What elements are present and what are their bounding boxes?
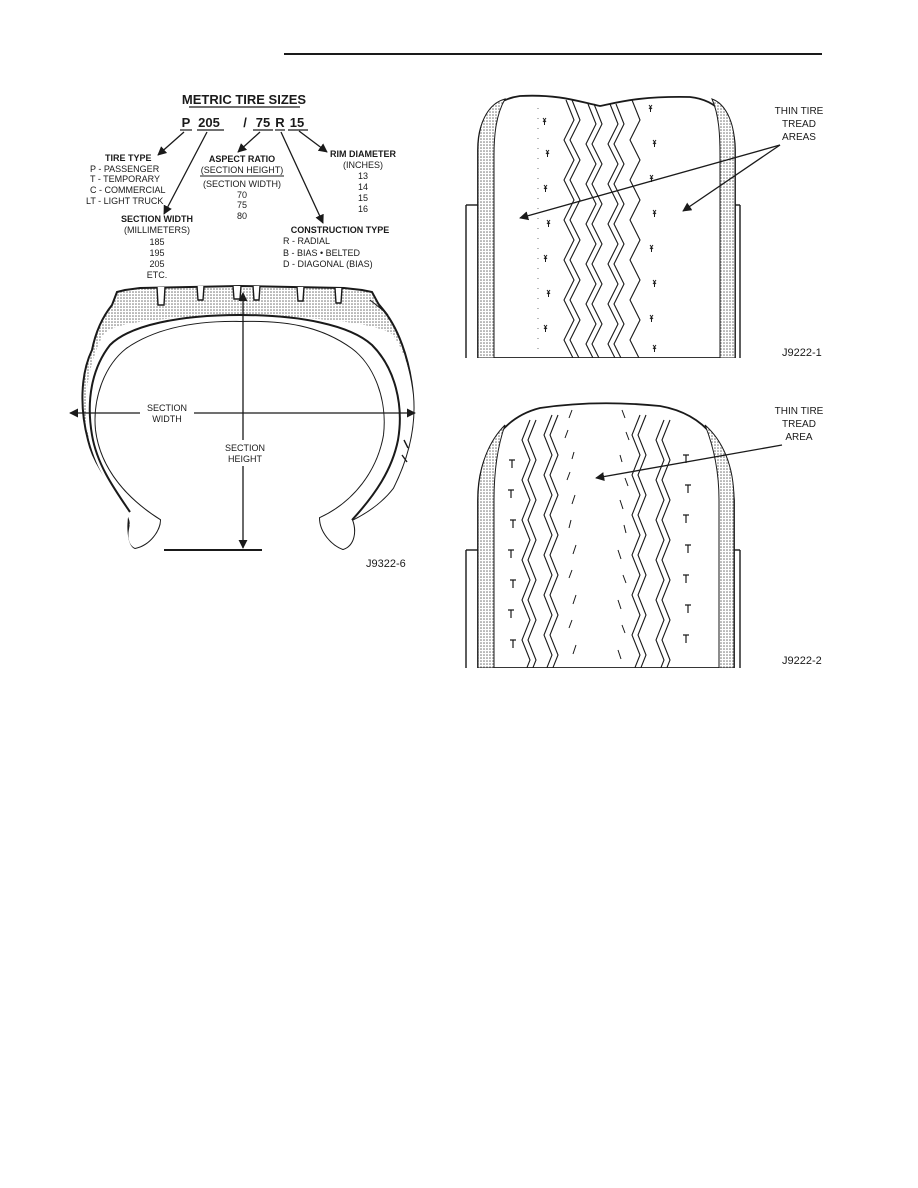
callout-thin-tread: TREAD [782,119,816,130]
header-rule [284,53,822,55]
construction-type-item: B - BIAS • BELTED [283,248,361,258]
code-aspect-ratio: 75 [256,115,270,130]
code-tire-type: P [182,115,191,130]
size-title: METRIC TIRE SIZES [182,92,307,107]
aspect-ratio-denominator: (SECTION WIDTH) [203,179,281,189]
callout-thin-tread: TREAD [782,419,816,430]
tread-wear-shoulders-figure: THIN TIRE TREAD AREAS J9222-1 [465,94,824,359]
code-construction: R [275,115,285,130]
construction-type-item: R - RADIAL [283,236,330,246]
callout-thin-tread: THIN TIRE [775,106,824,117]
section-width-label: WIDTH [152,414,182,424]
metric-tire-size-figure: METRIC TIRE SIZES P 205 / 75 R 15 [69,92,416,570]
construction-type-legend: CONSTRUCTION TYPE R - RADIAL B - BIAS • … [283,225,389,269]
size-leader-arrows [157,130,328,224]
section-height-label: HEIGHT [228,454,263,464]
tire-type-item: LT - LIGHT TRUCK [86,196,163,206]
tire-type-item: T - TEMPORARY [90,174,160,184]
aspect-ratio-value: 80 [237,211,247,221]
code-rim-diameter: 15 [290,115,304,130]
section-width-value: 195 [149,248,164,258]
callout-thin-tread: AREA [785,432,813,443]
rim-diameter-value: 13 [358,171,368,181]
figure-id-tread-2: J9222-2 [782,655,822,667]
tire-cross-section: SECTION WIDTH SECTION HEIGHT [69,284,416,551]
rim-diameter-value: 14 [358,182,368,192]
figure-id-size: J9322-6 [366,558,406,570]
tire-type-item: P - PASSENGER [90,164,160,174]
section-width-legend: SECTION WIDTH (MILLIMETERS) 185 195 205 … [121,214,193,280]
figure-id-tread-1: J9222-1 [782,347,822,359]
construction-type-heading: CONSTRUCTION TYPE [291,225,390,235]
section-width-value: 185 [149,237,164,247]
tire-type-legend: TIRE TYPE P - PASSENGER T - TEMPORARY C … [86,153,166,206]
aspect-ratio-value: 75 [237,200,247,210]
section-width-unit: (MILLIMETERS) [124,225,190,235]
rim-diameter-value: 15 [358,193,368,203]
callout-thin-tread: THIN TIRE [775,406,824,417]
section-width-value: ETC. [147,270,168,280]
rim-diameter-unit: (INCHES) [343,160,383,170]
code-section-width: 205 [198,115,220,130]
section-width-heading: SECTION WIDTH [121,214,193,224]
aspect-ratio-numerator: (SECTION HEIGHT) [201,165,284,175]
section-width-value: 205 [149,259,164,269]
tire-type-item: C - COMMERCIAL [90,185,166,195]
section-height-label: SECTION [225,443,265,453]
size-code: P 205 / 75 R 15 [180,115,308,131]
aspect-ratio-legend: ASPECT RATIO (SECTION HEIGHT) (SECTION W… [200,154,284,221]
aspect-ratio-value: 70 [237,190,247,200]
callout-thin-tread: AREAS [782,132,816,143]
section-width-label: SECTION [147,403,187,413]
tire-type-heading: TIRE TYPE [105,153,152,163]
rim-diameter-heading: RIM DIAMETER [330,149,396,159]
rim-diameter-value: 16 [358,204,368,214]
code-slash: / [243,115,247,130]
construction-type-item: D - DIAGONAL (BIAS) [283,259,373,269]
aspect-ratio-heading: ASPECT RATIO [209,154,275,164]
rim-diameter-legend: RIM DIAMETER (INCHES) 13 14 15 16 [330,149,396,214]
tread-wear-center-figure: THIN TIRE TREAD AREA J9222-2 [465,402,824,668]
